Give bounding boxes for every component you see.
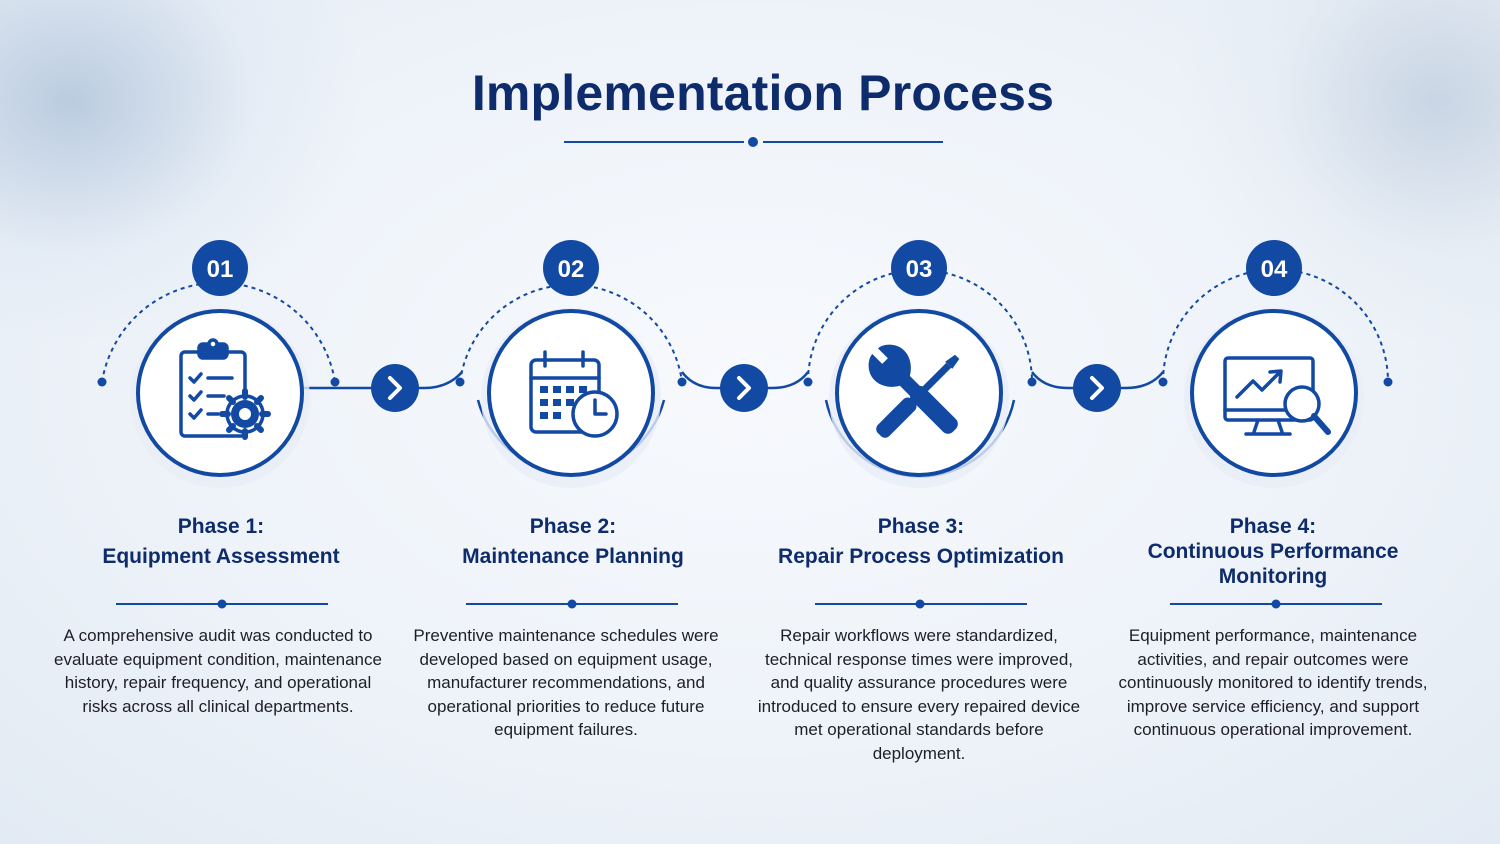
phase-circle-2: [481, 308, 661, 488]
phase-divider-4: [1170, 599, 1382, 609]
phase-circle-4: [1184, 308, 1364, 488]
chevron-right-icon: [371, 364, 419, 412]
phase-title-1: Phase 1: Equipment Assessment: [41, 512, 401, 572]
phase-title-2-name: Maintenance Planning: [462, 545, 684, 568]
phase-circle-1: [130, 308, 310, 488]
phase-description-1: A comprehensive audit was conducted to e…: [54, 626, 382, 716]
chevron-right-icon: [1073, 364, 1121, 412]
phase-title-2: Phase 2: Maintenance Planning: [393, 512, 753, 572]
phase-title-3: Phase 3: Repair Process Optimization: [741, 512, 1101, 572]
phase-title-1-label: Phase 1:: [177, 515, 265, 538]
phase-number-badge-2: 02: [543, 240, 599, 296]
background-photo-technician: [0, 0, 360, 340]
calendar-clock-icon: [529, 350, 619, 438]
phase-number-badge-3: 03: [891, 240, 947, 296]
phase-divider-2: [466, 599, 678, 609]
phase-title-2-label: Phase 2:: [529, 515, 617, 538]
phase-number-3: 03: [906, 256, 933, 283]
phase-divider-1: [116, 599, 328, 609]
dotted-arc-1: [97, 281, 340, 387]
phase-number-1: 01: [207, 256, 234, 283]
phase-title-3-name: Repair Process Optimization: [778, 545, 1064, 568]
phase-description-3: Repair workflows were standardized, tech…: [757, 626, 1081, 763]
phase-title-4-name: Continuous Performance: [1147, 540, 1399, 563]
phase-title-1-name: Equipment Assessment: [102, 545, 340, 568]
chevron-right-icon: [720, 364, 768, 412]
monitor-chart-magnifier-icon: [1223, 356, 1331, 436]
phase-number-2: 02: [558, 256, 585, 283]
phase-description-2: Preventive maintenance schedules were de…: [413, 626, 719, 740]
phase-number-4: 04: [1261, 256, 1288, 283]
phase-number-badge-4: 04: [1246, 240, 1302, 296]
phase-description-4: Equipment performance, maintenance activ…: [1118, 626, 1428, 740]
background-photo-patient-monitor: [1180, 0, 1500, 340]
wrench-screwdriver-icon: [868, 344, 960, 438]
title-divider: [564, 137, 943, 147]
phase-divider-3: [815, 599, 1027, 609]
clipboard-checklist-gear-icon: [179, 338, 271, 440]
phase-title-4-label: Phase 4:: [1229, 515, 1317, 538]
page-title: Implementation Process: [471, 65, 1055, 121]
phase-number-badge-1: 01: [192, 240, 248, 296]
phase-title-4: Phase 4: Continuous Performance Monitori…: [1093, 514, 1453, 589]
phase-title-4-name-cont: Monitoring: [1218, 565, 1328, 588]
phase-title-3-label: Phase 3:: [877, 515, 965, 538]
